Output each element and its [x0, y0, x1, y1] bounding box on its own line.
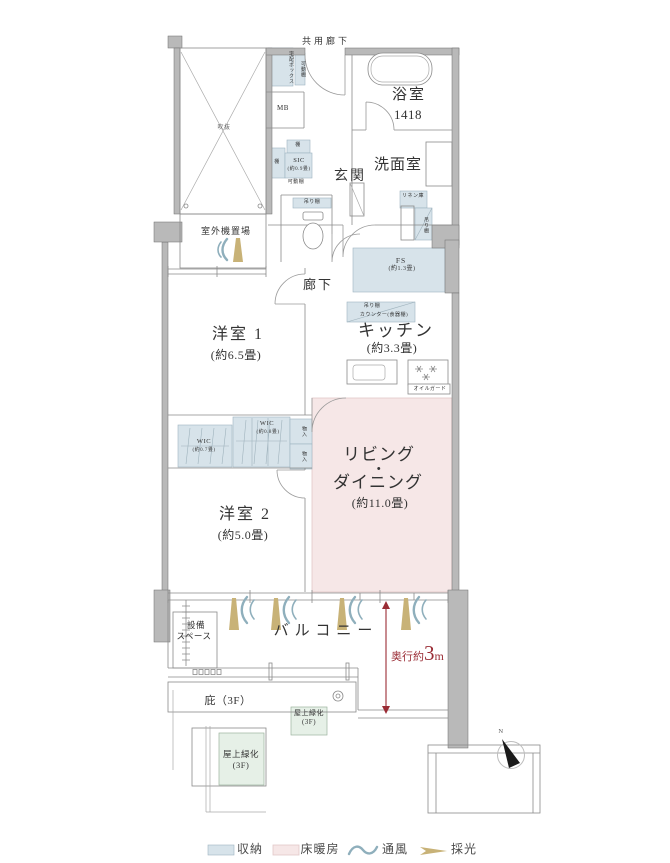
linen-label: リネン庫 [402, 194, 425, 199]
legend-daylight-icon [420, 847, 447, 855]
wic2-label: WIC [259, 420, 275, 427]
hanging-shelf-label-1: 吊り棚 [303, 200, 321, 205]
sic-size: (約0.9畳) [287, 167, 311, 172]
bedroom1-label: 洋室 1 [211, 326, 265, 343]
shelf-label-2: 棚 [274, 160, 280, 165]
void-label: 吹抜 [217, 125, 231, 131]
vent-daylight-symbols [217, 237, 427, 630]
movable-shelf-label-1: 可動棚 [300, 61, 305, 78]
fixtures [302, 52, 451, 395]
wic1-size: (約0.7畳) [192, 448, 216, 453]
kitchen-size: (約3.3畳) [366, 341, 418, 355]
depth-value: 3 [424, 641, 435, 665]
depth-arrow [382, 601, 390, 714]
roof-green-small-label: 屋上緑化 [294, 709, 324, 717]
legend-heating-label: 床暖房 [300, 842, 340, 856]
roof-green-large-box [218, 732, 265, 786]
bedroom2-label: 洋室 2 [218, 506, 272, 523]
living-label-1: リビング [343, 445, 415, 464]
outdoor-unit-label: 室外機置場 [200, 226, 252, 236]
legend-daylight-label: 採光 [450, 842, 478, 856]
legend-storage-swatch [207, 844, 235, 856]
closet-label-2: 物入 [301, 451, 306, 462]
bathroom-size: 1418 [394, 107, 422, 122]
hanging-shelf-label-3: 吊り棚 [363, 304, 381, 309]
floor-heating-area [311, 397, 453, 593]
doors [274, 54, 395, 499]
fs-label: FS [395, 256, 407, 265]
shelf-label-1: 棚 [295, 143, 301, 148]
roof-green-small-floor: (3F) [301, 718, 317, 726]
legend-storage-label: 収納 [236, 842, 264, 856]
roof-green-large-floor: (3F) [232, 760, 250, 770]
wic1-label: WIC [196, 438, 212, 445]
storage-areas [177, 47, 446, 470]
balcony-structure [167, 590, 449, 719]
living-label-dot: ・ [371, 463, 387, 478]
entrance-label: 玄関 [334, 169, 366, 184]
wic2-size: (約0.8畳) [256, 430, 280, 435]
legend-ventilation-icon [347, 845, 379, 856]
bedroom2-size: (約5.0畳) [217, 528, 269, 542]
delivery-box-label: 宅配ボックス [288, 50, 293, 84]
washroom-label: 洗面室 [373, 157, 423, 173]
balcony-label: バルコニー [273, 623, 379, 639]
outdoor-unit-area [179, 213, 267, 269]
compass-icon [497, 739, 525, 769]
closet-label-1: 物入 [301, 426, 306, 437]
bathroom-label: 浴室 [391, 87, 427, 103]
depth-prefix: 奥行約 [391, 651, 424, 663]
living-size: (約11.0畳) [351, 496, 409, 510]
lower-structures [167, 681, 541, 814]
equipment-space-label-1: 設備 [186, 620, 206, 630]
compass-north-label: N [498, 728, 504, 735]
common-corridor-label: 共用廊下 [301, 36, 351, 46]
counter-label: カウンター(食器棚) [359, 313, 409, 318]
legend-ventilation-label: 通風 [381, 842, 409, 856]
hanging-shelf-label-2: 吊り棚 [423, 216, 428, 234]
partitions [167, 55, 453, 592]
living-label-2: ダイニング [333, 473, 423, 492]
oil-guard-label: オイルガード [413, 386, 447, 392]
eaves-label: 庇（3F） [204, 695, 252, 707]
kitchen-label: キッチン [358, 321, 434, 340]
void-area [179, 47, 267, 215]
walls [153, 35, 469, 749]
equipment-space-label-2: スペース [176, 631, 212, 641]
fs-size: (約1.3畳) [388, 266, 416, 272]
movable-shelf-label-2: 可動棚 [287, 180, 305, 185]
hallway-label: 廊下 [302, 277, 334, 292]
meter-box-label: MB [277, 104, 289, 112]
sic-label: SIC [293, 157, 305, 164]
roof-green-large-label: 屋上緑化 [222, 749, 260, 759]
depth-unit: m [434, 649, 444, 663]
bedroom1-size: (約6.5畳) [210, 348, 262, 362]
wic-hangers [181, 418, 287, 466]
legend-heating-swatch [272, 844, 300, 856]
